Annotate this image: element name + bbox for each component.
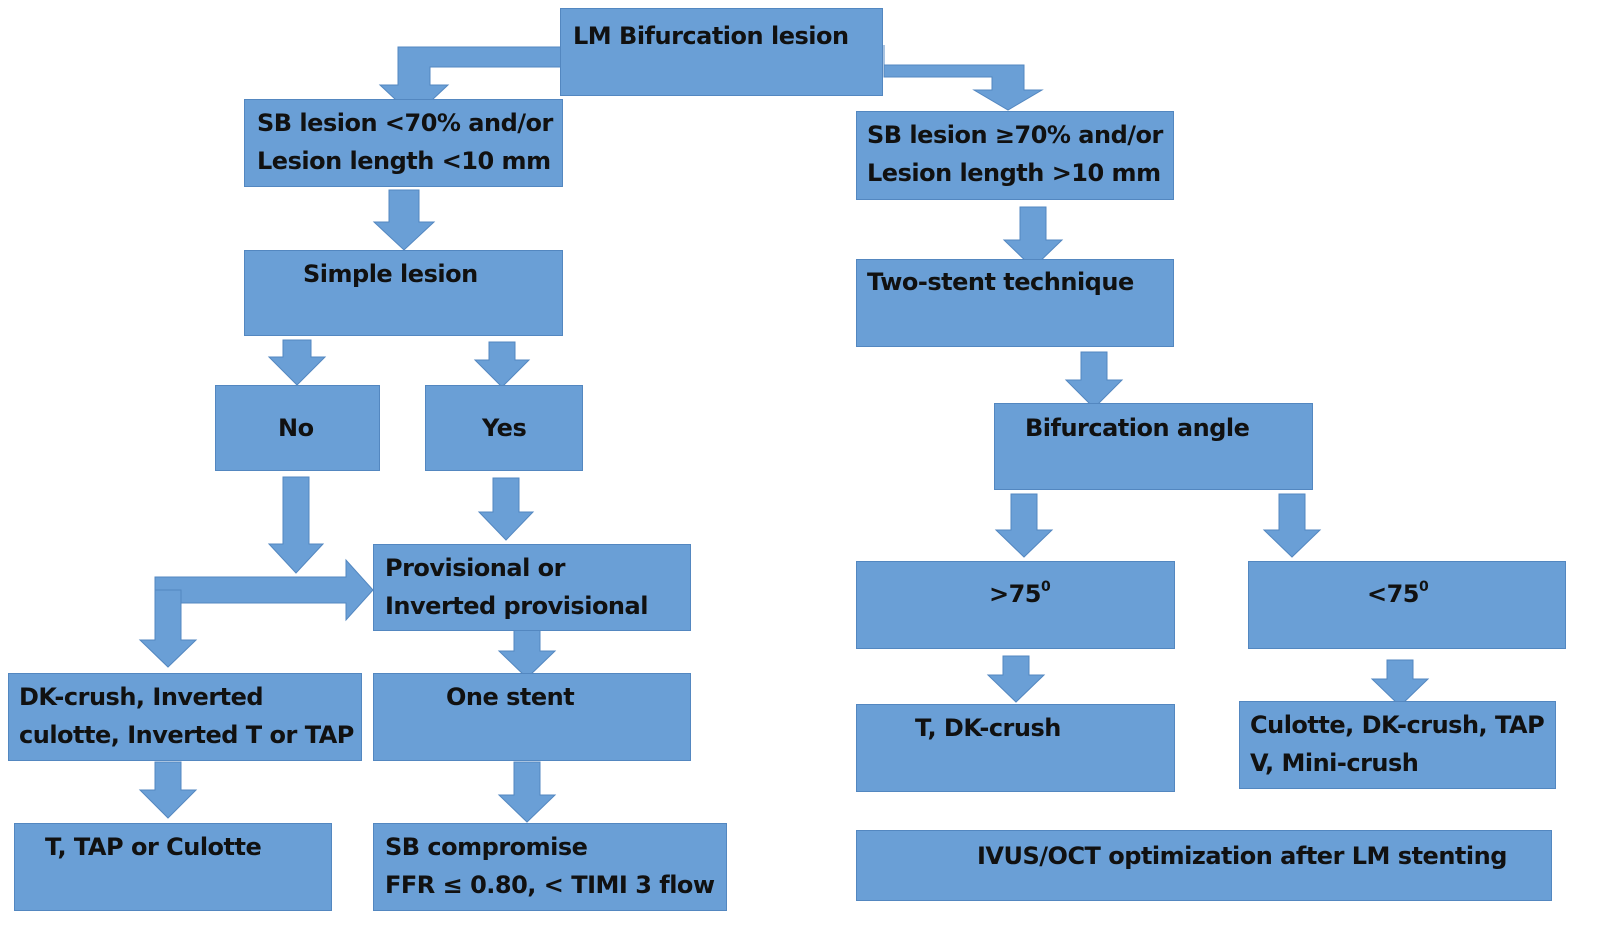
left-criteria-line-1: SB lesion <70% and/or xyxy=(257,109,553,137)
two-stent-node: Two-stent technique xyxy=(856,259,1174,347)
sb-compromise-node: SB compromise FFR ≤ 0.80, < TIMI 3 flow xyxy=(373,823,727,911)
yes-label: Yes xyxy=(482,414,527,442)
t-dk-crush-node: T, DK-crush xyxy=(856,704,1175,792)
one-stent-label: One stent xyxy=(446,683,575,711)
simple-lesion-label: Simple lesion xyxy=(303,260,478,288)
right-criteria-node: SB lesion ≥70% and/or Lesion length >10 … xyxy=(856,111,1174,200)
t-tap-culotte-label: T, TAP or Culotte xyxy=(45,833,262,861)
angle-lt75-value: <75 xyxy=(1367,580,1420,608)
one-stent-node: One stent xyxy=(373,673,691,761)
provisional-line-1: Provisional or xyxy=(385,554,565,582)
angle-gt75-label: >750 xyxy=(989,570,1174,613)
culotte-dk-crush-tap-node: Culotte, DK-crush, TAP V, Mini-crush xyxy=(1239,701,1556,789)
arrow-bif-to-lt75 xyxy=(1262,493,1322,558)
right-criteria-line-2: Lesion length >10 mm xyxy=(867,159,1161,187)
culotte-dk-crush-tap-line-2: V, Mini-crush xyxy=(1250,749,1419,777)
provisional-line-2: Inverted provisional xyxy=(385,592,648,620)
dk-crush-inverted-line-1: DK-crush, Inverted xyxy=(19,683,264,711)
no-node: No xyxy=(215,385,380,471)
simple-lesion-node: Simple lesion xyxy=(244,250,563,336)
arrow-yes-to-provisional xyxy=(477,477,535,541)
arrow-bif-to-gt75 xyxy=(994,493,1054,558)
angle-gt75-value: >75 xyxy=(989,580,1042,608)
t-dk-crush-label: T, DK-crush xyxy=(915,714,1061,742)
angle-lt75-label: <750 xyxy=(1367,570,1565,613)
culotte-dk-crush-tap-line-1: Culotte, DK-crush, TAP xyxy=(1250,711,1545,739)
arrow-right-criteria-to-two-stent xyxy=(1002,206,1064,269)
provisional-node: Provisional or Inverted provisional xyxy=(373,544,691,631)
arrow-dk-crush-to-t-tap xyxy=(138,761,198,819)
arrow-root-to-right-criteria xyxy=(883,45,1044,111)
t-tap-culotte-node: T, TAP or Culotte xyxy=(14,823,332,911)
left-criteria-line-2: Lesion length <10 mm xyxy=(257,147,551,175)
angle-gt75-degree: 0 xyxy=(1041,579,1051,595)
arrow-lt75-to-culotte xyxy=(1370,659,1430,707)
no-label: No xyxy=(278,414,314,442)
left-criteria-node: SB lesion <70% and/or Lesion length <10 … xyxy=(244,99,563,187)
sb-compromise-line-1: SB compromise xyxy=(385,833,588,861)
yes-node: Yes xyxy=(425,385,583,471)
bifurcation-angle-node: Bifurcation angle xyxy=(994,403,1313,490)
dk-crush-inverted-node: DK-crush, Inverted culotte, Inverted T o… xyxy=(8,673,362,761)
angle-lt75-degree: 0 xyxy=(1419,579,1429,595)
arrow-junction-to-provisional xyxy=(154,558,374,622)
root-label: LM Bifurcation lesion xyxy=(573,22,849,50)
arrow-simple-to-yes xyxy=(473,341,531,388)
dk-crush-inverted-line-2: culotte, Inverted T or TAP xyxy=(19,721,354,749)
arrow-simple-to-no xyxy=(267,339,327,386)
angle-gt75-node: >750 xyxy=(856,561,1175,649)
root-node: LM Bifurcation lesion xyxy=(560,8,883,96)
angle-lt75-node: <750 xyxy=(1248,561,1566,649)
bifurcation-angle-label: Bifurcation angle xyxy=(1025,414,1250,442)
ivus-oct-node: IVUS/OCT optimization after LM stenting xyxy=(856,830,1552,901)
arrow-two-stent-to-bif-angle xyxy=(1064,351,1124,409)
arrow-gt75-to-t-dk-crush xyxy=(986,655,1046,703)
arrow-no-down xyxy=(267,476,325,574)
arrow-junction-to-dk-crush xyxy=(138,589,198,668)
sb-compromise-line-2: FFR ≤ 0.80, < TIMI 3 flow xyxy=(385,871,715,899)
two-stent-label: Two-stent technique xyxy=(867,268,1134,296)
arrow-one-stent-to-sb-compromise xyxy=(497,761,557,823)
ivus-oct-label: IVUS/OCT optimization after LM stenting xyxy=(977,842,1507,870)
arrow-left-criteria-to-simple-lesion xyxy=(372,189,436,251)
right-criteria-line-1: SB lesion ≥70% and/or xyxy=(867,121,1163,149)
